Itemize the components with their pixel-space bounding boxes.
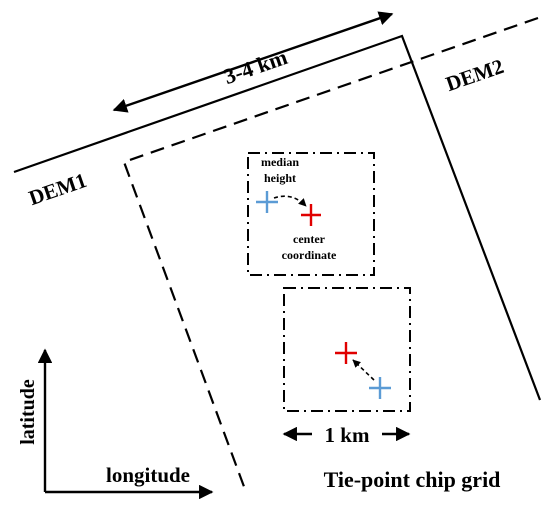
median-height-label-line2: height xyxy=(264,171,296,185)
grid-title: Tie-point chip grid xyxy=(324,467,501,492)
dem1-boundary xyxy=(13,34,542,401)
median-height-label-line1: median xyxy=(261,155,299,169)
median-to-center-arrow xyxy=(273,195,307,207)
longitude-label: longitude xyxy=(106,463,190,487)
latitude-label: latitude xyxy=(17,379,39,445)
center-coordinate-marker-lower xyxy=(335,342,357,364)
tie-point-chip-lower xyxy=(283,287,411,412)
scale-arrow-top xyxy=(112,11,394,113)
scale-label-bottom: 1 km xyxy=(325,423,370,447)
dem2-label: DEM2 xyxy=(443,54,507,96)
median-height-marker xyxy=(256,191,278,213)
median-height-marker-lower xyxy=(369,377,391,399)
dem1-label: DEM1 xyxy=(26,168,90,210)
tie-point-chip-upper xyxy=(247,152,375,276)
center-coordinate-label-line2: coordinate xyxy=(282,248,337,262)
center-coordinate-label-line1: center xyxy=(293,232,326,246)
scale-label-top: 3-4 km xyxy=(221,44,291,89)
median-to-center-arrow-lower xyxy=(352,359,375,381)
center-coordinate-marker xyxy=(301,204,321,226)
scale-label-bottom-bg xyxy=(312,422,382,446)
dem2-boundary xyxy=(122,16,539,493)
